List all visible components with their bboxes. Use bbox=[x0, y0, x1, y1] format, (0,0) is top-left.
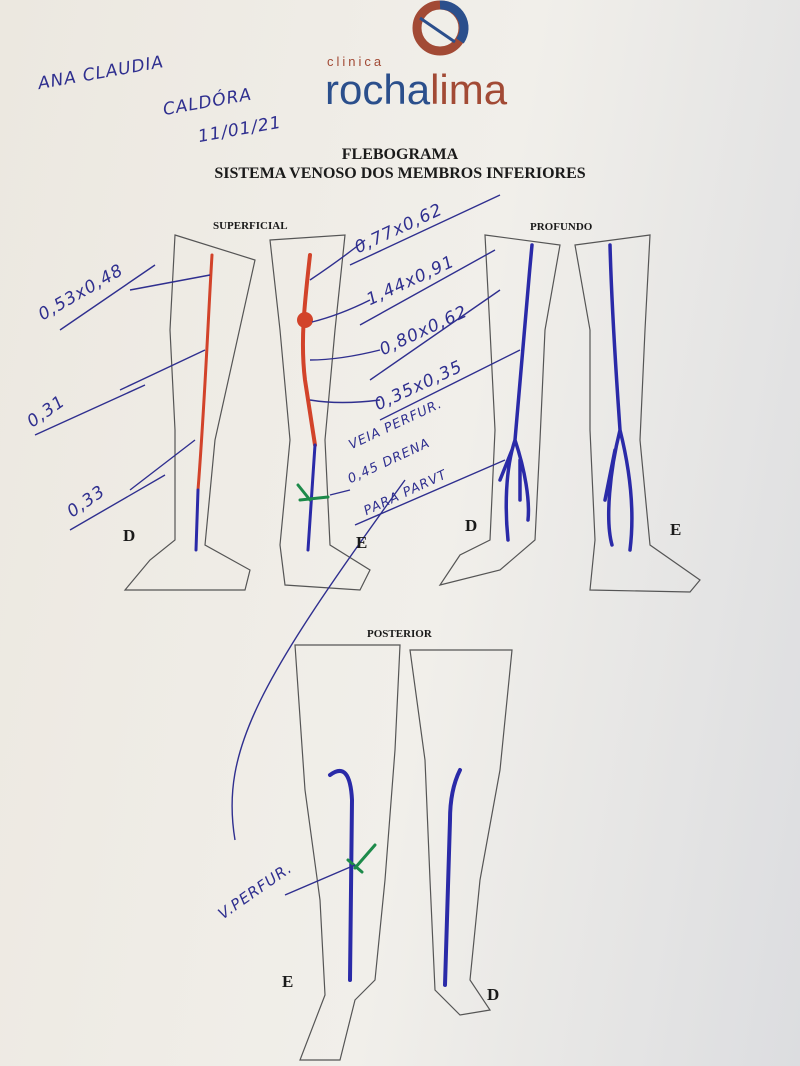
side-label-deep-d: D bbox=[465, 516, 478, 535]
side-label-sup-e: E bbox=[356, 533, 368, 552]
leg-outline-deep-left bbox=[574, 234, 701, 593]
section-posterior: POSTERIOR bbox=[367, 628, 432, 640]
logo-name-lima: lima bbox=[430, 66, 508, 113]
logo-prefix: clinica bbox=[327, 54, 385, 69]
logo-mark-icon bbox=[412, 0, 469, 56]
side-label-post-d: D bbox=[487, 985, 500, 1004]
leg-outline-deep-right bbox=[438, 234, 561, 586]
veins bbox=[194, 243, 634, 987]
perforator-green bbox=[296, 483, 330, 502]
leg-outline-posterior-right bbox=[409, 649, 513, 1016]
perforator-posterior bbox=[346, 843, 377, 874]
vein-posterior-left bbox=[328, 768, 355, 982]
title-line2: SISTEMA VENOSO DOS MEMBROS INFERIORES bbox=[214, 165, 586, 182]
logo-name-rocha: rocha bbox=[325, 66, 431, 113]
leg-outline-posterior-left bbox=[294, 644, 401, 1061]
vein-red-superficial-right bbox=[196, 253, 214, 492]
leg-outline-superficial-left bbox=[269, 234, 371, 591]
side-label-sup-d: D bbox=[123, 526, 136, 545]
vein-posterior-right bbox=[443, 768, 462, 987]
vein-deep-right bbox=[498, 243, 534, 542]
vein-varix bbox=[297, 312, 313, 328]
section-superficial: SUPERFICIAL bbox=[213, 220, 288, 232]
clinic-logo: clinica rochalima bbox=[325, 0, 555, 113]
side-label-deep-e: E bbox=[670, 520, 682, 539]
title-line1: FLEBOGRAMA bbox=[341, 146, 459, 163]
leg-outline-superficial-right bbox=[123, 234, 256, 591]
side-label-post-e: E bbox=[282, 972, 294, 991]
annotation-arrows bbox=[34, 194, 521, 896]
vein-deep-left bbox=[603, 243, 634, 552]
section-profundo: PROFUNDO bbox=[530, 221, 593, 233]
vein-red-superficial-left bbox=[300, 253, 317, 447]
vein-blue-superficial-right bbox=[194, 488, 200, 552]
